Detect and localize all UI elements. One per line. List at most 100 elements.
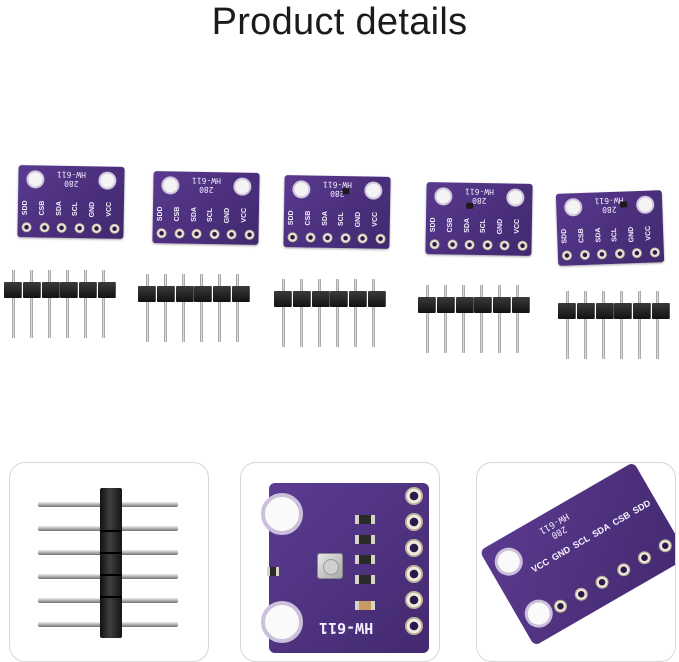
smd-chip: [620, 201, 628, 208]
sensor-board-4: 280 HW-611 SDD CSB SDA SCL GND VCC: [425, 182, 533, 256]
board-model-label: HW-611: [319, 619, 374, 637]
board-model-line2: HW-611: [464, 186, 495, 197]
pin-label-vcc: VCC: [105, 202, 113, 218]
solder-pad: [405, 487, 423, 505]
smd-capacitor: [355, 601, 375, 610]
smd-chip: [466, 202, 474, 209]
board-model-label: 280 HW-611: [48, 170, 94, 189]
detail-panel-pin-header: [9, 462, 209, 662]
pin-header-2: [138, 274, 250, 348]
pin-label-sdd: SDD: [21, 200, 30, 216]
pin-label-sda: SDA: [190, 207, 198, 223]
pin-label-scl: SCL: [480, 219, 488, 234]
sensor-board-2: 280 HW-611 SDD CSB SDA SCL GND VCC: [152, 171, 260, 245]
pin-header-3: [274, 279, 386, 353]
pin-labels: SDD CSB SDA SCL GND VCC: [561, 222, 660, 247]
solder-pad: [405, 513, 423, 531]
solder-pad: [405, 617, 423, 635]
sensor-board-5: 280 HW-611 SDD CSB SDA SCL GND VCC: [555, 190, 665, 266]
pin-header-1: [4, 270, 116, 344]
pin-header-5: [558, 291, 670, 365]
pin-label-sdd: SDD: [630, 497, 653, 516]
pin-labels: SDD CSB SDA SCL GND VCC: [430, 214, 528, 238]
solder-pad: [405, 591, 423, 609]
pin-label-scl: SCL: [72, 202, 80, 217]
pin-label-csb: CSB: [304, 211, 312, 226]
pin-label-vcc: VCC: [513, 219, 521, 235]
board-model-line2: HW-611: [56, 169, 87, 180]
pin-label-scl: SCL: [570, 532, 592, 551]
board-model-line2: HW-611: [191, 175, 222, 186]
mounting-hole: [26, 170, 45, 189]
pin-label-sda: SDA: [55, 201, 63, 217]
pin-label-gnd: GND: [549, 544, 573, 563]
pin-label-csb: CSB: [610, 509, 633, 528]
pin-label-csb: CSB: [38, 201, 46, 216]
board-model-line1: 280: [199, 184, 214, 195]
pin-label-sda: SDA: [594, 227, 603, 243]
pin-label-csb: CSB: [446, 218, 454, 233]
mounting-hole: [519, 594, 558, 633]
mounting-hole: [161, 176, 180, 195]
pin-labels: SDD CSB SDA SCL GND VCC: [157, 203, 255, 227]
detail-panel-board-front: HW-611: [240, 462, 440, 662]
pin-labels: SDD CSB SDA SCL GND VCC: [22, 197, 120, 221]
board-model-label: 280 HW-611: [183, 176, 229, 195]
smd-resistor: [355, 515, 375, 524]
pin-label-sda: SDA: [463, 218, 471, 234]
board-model-line1: 280: [64, 178, 79, 189]
pin-label-vcc: VCC: [240, 208, 248, 224]
mounting-hole: [489, 542, 528, 581]
pin-label-scl: SCL: [338, 212, 346, 227]
solder-pad: [405, 565, 423, 583]
board-model-line1: 280: [330, 188, 345, 199]
solder-pads: [156, 228, 255, 240]
solder-pad: [405, 539, 423, 557]
pin-label-gnd: GND: [628, 226, 636, 243]
mounting-hole: [506, 188, 525, 207]
mounting-hole: [364, 181, 383, 200]
pin-label-csb: CSB: [577, 228, 586, 244]
board-model-label: 280 HW-611: [314, 180, 360, 199]
mounting-hole: [563, 197, 583, 217]
mounting-hole: [292, 180, 311, 199]
mounting-hole: [261, 601, 303, 643]
page-title: Product details: [211, 1, 468, 43]
solder-pads: [561, 247, 661, 261]
sensor-board-3: 280 HW-611 SDD CSB SDA SCL GND VCC: [283, 175, 391, 249]
pressure-sensor-chip: [317, 553, 343, 579]
board-model-line1: 280: [472, 195, 487, 206]
detail-panel-board-angled: 280 HW-611 VCC GND SCL SDA CSB SDD: [476, 462, 676, 662]
solder-pads: [429, 239, 528, 251]
board-model-label: 280 HW-611: [537, 511, 575, 545]
pin-label-sdd: SDD: [156, 206, 165, 222]
pin-label-vcc: VCC: [644, 226, 653, 242]
smd-resistor: [355, 535, 375, 544]
pin-label-sdd: SDD: [561, 229, 569, 245]
pin-label-scl: SCL: [611, 227, 619, 242]
mounting-hole: [98, 171, 117, 190]
mounting-hole: [261, 493, 303, 535]
pin-label-sdd: SDD: [287, 210, 296, 226]
pin-label-vcc: VCC: [371, 212, 379, 228]
mounting-hole: [233, 177, 252, 196]
pin-label-sda: SDA: [321, 211, 329, 227]
pin-label-gnd: GND: [88, 201, 97, 218]
board-model-line2: HW-611: [322, 179, 353, 190]
pin-label-csb: CSB: [173, 207, 181, 222]
pin-label-gnd: GND: [496, 218, 505, 235]
pin-header-closeup: [38, 488, 178, 638]
pin-label-sdd: SDD: [429, 217, 438, 233]
solder-pads: [21, 222, 120, 234]
mounting-hole: [434, 187, 453, 206]
solder-pads: [287, 232, 386, 244]
pin-label-scl: SCL: [207, 208, 215, 223]
board-model-label: 280 HW-611: [456, 187, 502, 206]
pin-label-vcc: VCC: [529, 556, 552, 575]
smd-resistor: [355, 575, 375, 584]
smd-resistor: [355, 555, 375, 564]
pin-header-4: [418, 285, 530, 359]
mounting-hole: [635, 195, 655, 215]
pin-label-gnd: GND: [354, 211, 363, 228]
smd-component: [267, 567, 279, 576]
